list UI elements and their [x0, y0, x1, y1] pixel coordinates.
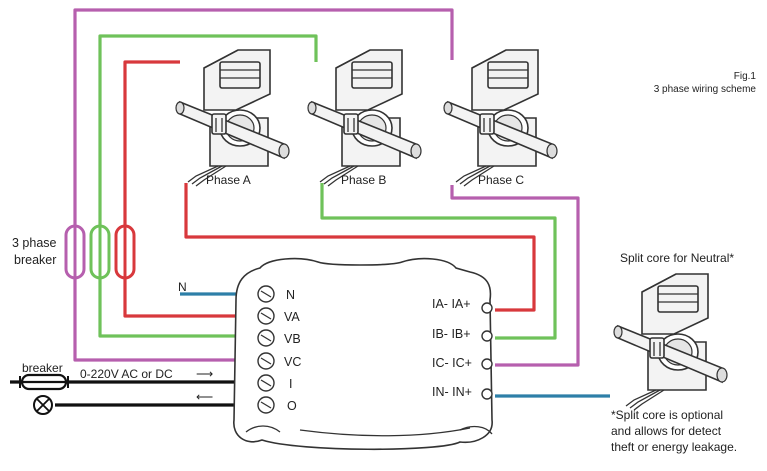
left-terminals: N VA VB VC I O — [257, 285, 301, 414]
split-core-ct-icon — [443, 49, 558, 187]
supply-breaker-label: breaker — [22, 361, 63, 375]
terminal-screw-icon — [481, 358, 493, 370]
neutral-ct-note-line3: theft or energy leakage. — [611, 440, 737, 454]
energy-meter-device — [233, 257, 493, 451]
breaker-label-line2: breaker — [14, 253, 56, 267]
supply-voltage-label: 0-220V AC or DC — [80, 367, 173, 381]
terminal-screw-icon — [257, 307, 275, 325]
wire-phase-a-red — [123, 60, 240, 318]
wire-phase-c-return — [450, 185, 580, 367]
neutral-wire-label: N — [178, 280, 187, 294]
terminal-label-i: I — [289, 377, 292, 391]
ct-phase-a-label: Phase A — [206, 173, 251, 187]
terminal-label-vb: VB — [284, 332, 301, 346]
device-body — [233, 257, 493, 451]
split-core-ct-icon — [613, 273, 728, 411]
wire-phase-b-green — [98, 34, 318, 338]
terminal-screw-icon — [257, 374, 275, 392]
terminal-screw-icon — [481, 388, 493, 400]
ct-phase-b-label: Phase B — [341, 173, 386, 187]
supply-in-arrow-icon: ⟶ — [196, 367, 213, 381]
terminal-screw-icon — [481, 302, 493, 314]
terminal-label-o: O — [287, 399, 297, 413]
ct-phase-b: Phase B — [307, 49, 422, 187]
terminal-label-n: N — [286, 288, 295, 302]
neutral-ct-note-line1: *Split core is optional — [611, 408, 723, 422]
wire-phase-b-return — [320, 183, 557, 340]
terminal-screw-icon — [257, 285, 275, 303]
breaker-label-line1: 3 phase — [12, 236, 57, 250]
ct-phase-c: Phase C — [443, 49, 558, 187]
figure-caption: Fig.1 3 phase wiring scheme — [654, 71, 757, 95]
split-core-ct-icon — [307, 49, 422, 187]
ct-phase-c-label: Phase C — [478, 173, 524, 187]
ct-phase-a: Phase A — [175, 49, 290, 187]
terminal-screw-icon — [481, 330, 493, 342]
split-core-ct-icon — [175, 49, 290, 187]
terminal-screw-icon — [257, 396, 275, 414]
terminal-screw-icon — [257, 352, 275, 370]
ct-neutral: Split core for Neutral* *Split core is o… — [611, 251, 737, 454]
terminal-screw-icon — [257, 329, 275, 347]
terminal-label-in: IN- IN+ — [432, 385, 472, 399]
wire-phase-c-purple — [73, 8, 454, 362]
figure-number: Fig.1 — [734, 71, 757, 82]
neutral-ct-title: Split core for Neutral* — [620, 251, 734, 265]
right-terminals: IA- IA+ IB- IB+ IC- IC+ IN- IN+ — [432, 297, 493, 400]
terminal-label-ib: IB- IB+ — [432, 327, 471, 341]
supply-breaker-icon — [16, 373, 72, 391]
terminal-label-ic: IC- IC+ — [432, 356, 472, 370]
terminal-label-ia: IA- IA+ — [432, 297, 471, 311]
neutral-ct-note-line2: and allows for detect — [611, 424, 722, 438]
figure-caption-text: 3 phase wiring scheme — [654, 84, 757, 95]
power-supply: breaker 0-220V AC or DC ⟶ ⟵ — [16, 361, 213, 415]
terminal-label-vc: VC — [284, 355, 301, 369]
terminal-label-va: VA — [284, 310, 300, 324]
wire-phase-a-return — [184, 183, 536, 312]
lamp-icon — [33, 395, 53, 415]
three-phase-breaker: 3 phase breaker — [12, 222, 136, 282]
supply-out-arrow-icon: ⟵ — [196, 390, 213, 404]
